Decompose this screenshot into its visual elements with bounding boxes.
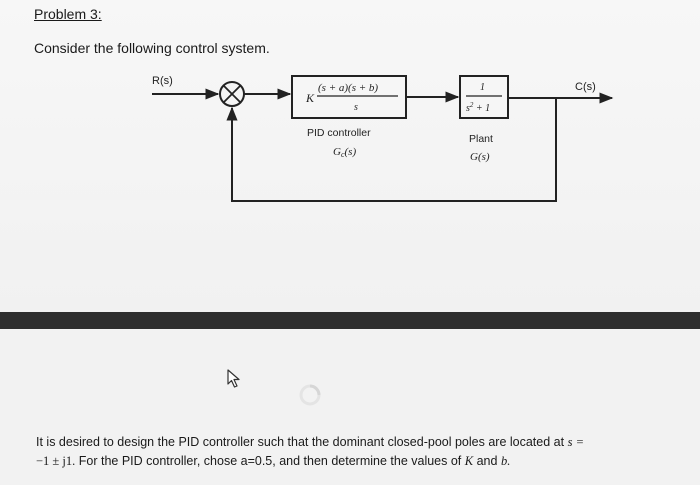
statement-and: and — [476, 454, 498, 468]
problem-heading: Problem 3: — [34, 6, 102, 22]
statement-b: b. — [500, 454, 511, 468]
loading-ring-icon — [299, 384, 321, 406]
input-label: R(s) — [152, 75, 173, 87]
block-diagram: R(s) K (s + a)(s + b) s PID controller G… — [152, 75, 614, 202]
feedback-path — [226, 98, 557, 202]
output-label: C(s) — [575, 81, 596, 93]
plant-numerator: 1 — [480, 82, 485, 93]
statement-line-2: −1 ± j1. For the PID controller, chose a… — [36, 452, 686, 471]
mouse-pointer-icon — [227, 369, 240, 388]
controller-symbol: Gc(s) — [333, 146, 356, 159]
plant-caption: Plant — [469, 133, 493, 145]
plant-denominator: s2 + 1 — [466, 101, 490, 114]
statement-text-1: It is desired to design the PID controll… — [36, 435, 565, 449]
problem-statement: It is desired to design the PID controll… — [36, 433, 686, 471]
controller-numerator: (s + a)(s + b) — [318, 82, 378, 94]
controller-caption: PID controller — [307, 127, 371, 139]
plant-symbol: G(s) — [470, 151, 490, 163]
intro-text: Consider the following control system. — [34, 40, 270, 56]
question-panel — [0, 329, 700, 485]
pole-location-value: −1 ± j1. — [36, 454, 76, 468]
controller-gain: K — [305, 91, 315, 105]
statement-k: K — [464, 454, 474, 468]
summing-junction — [219, 81, 245, 107]
controller-denominator: s — [354, 102, 358, 113]
problem-panel: Problem 3: Consider the following contro… — [0, 0, 700, 312]
statement-text-2: For the PID controller, chose a=0.5, and… — [78, 454, 462, 468]
statement-line-1: It is desired to design the PID controll… — [36, 433, 686, 452]
pole-location-equals: s = — [567, 435, 585, 449]
divider-bar — [0, 312, 700, 329]
